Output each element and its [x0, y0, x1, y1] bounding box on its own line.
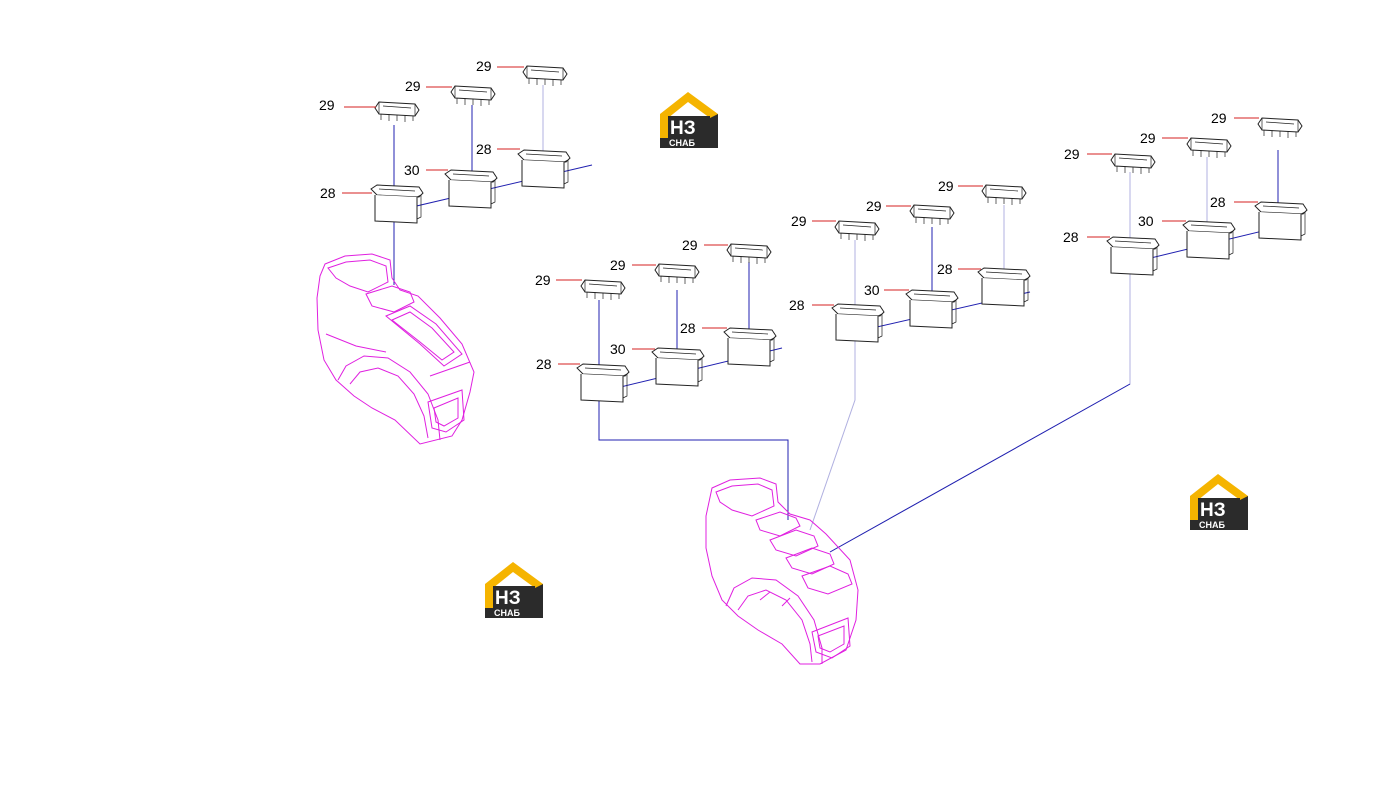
callout-28: 28 [536, 356, 552, 372]
callout-30: 30 [1138, 213, 1154, 229]
svg-text:НЗ: НЗ [1200, 500, 1226, 521]
callout-29: 29 [476, 58, 492, 74]
callout-28: 28 [1210, 194, 1226, 210]
callout-30: 30 [610, 341, 626, 357]
callout-29: 29 [1211, 110, 1227, 126]
callout-28: 28 [320, 185, 336, 201]
svg-text:СНАБ: СНАБ [669, 138, 695, 148]
brand-logo: НЗ СНАБ [660, 92, 718, 148]
callout-30: 30 [864, 282, 880, 298]
callout-29: 29 [610, 257, 626, 273]
callout-28: 28 [1063, 229, 1079, 245]
callout-29: 29 [682, 237, 698, 253]
callout-29: 29 [535, 272, 551, 288]
callout-29: 29 [1140, 130, 1156, 146]
callout-28: 28 [476, 141, 492, 157]
switch-group-3: 29 29 29 28 30 28 [789, 178, 1031, 531]
callout-28: 28 [680, 320, 696, 336]
switch-group-4: 29 29 29 28 30 28 [829, 110, 1308, 553]
svg-text:НЗ: НЗ [495, 588, 521, 609]
brand-logo: НЗ СНАБ [1190, 474, 1248, 530]
svg-text:НЗ: НЗ [670, 118, 696, 139]
callout-30: 30 [404, 162, 420, 178]
console-housing-2 [705, 477, 859, 665]
callout-28: 28 [789, 297, 805, 313]
svg-text:СНАБ: СНАБ [494, 608, 520, 618]
console-housing-1 [316, 253, 475, 445]
callout-28: 28 [937, 261, 953, 277]
svg-text:СНАБ: СНАБ [1199, 520, 1225, 530]
callout-29: 29 [938, 178, 954, 194]
switch-group-2: 29 29 29 28 30 28 [535, 237, 789, 520]
callout-29: 29 [791, 213, 807, 229]
switch-group-1: 29 29 29 28 30 28 [319, 58, 593, 285]
callout-29: 29 [1064, 146, 1080, 162]
callout-29: 29 [866, 198, 882, 214]
callout-29: 29 [319, 97, 335, 113]
brand-logo: НЗ СНАБ [485, 562, 543, 618]
callout-29: 29 [405, 78, 421, 94]
